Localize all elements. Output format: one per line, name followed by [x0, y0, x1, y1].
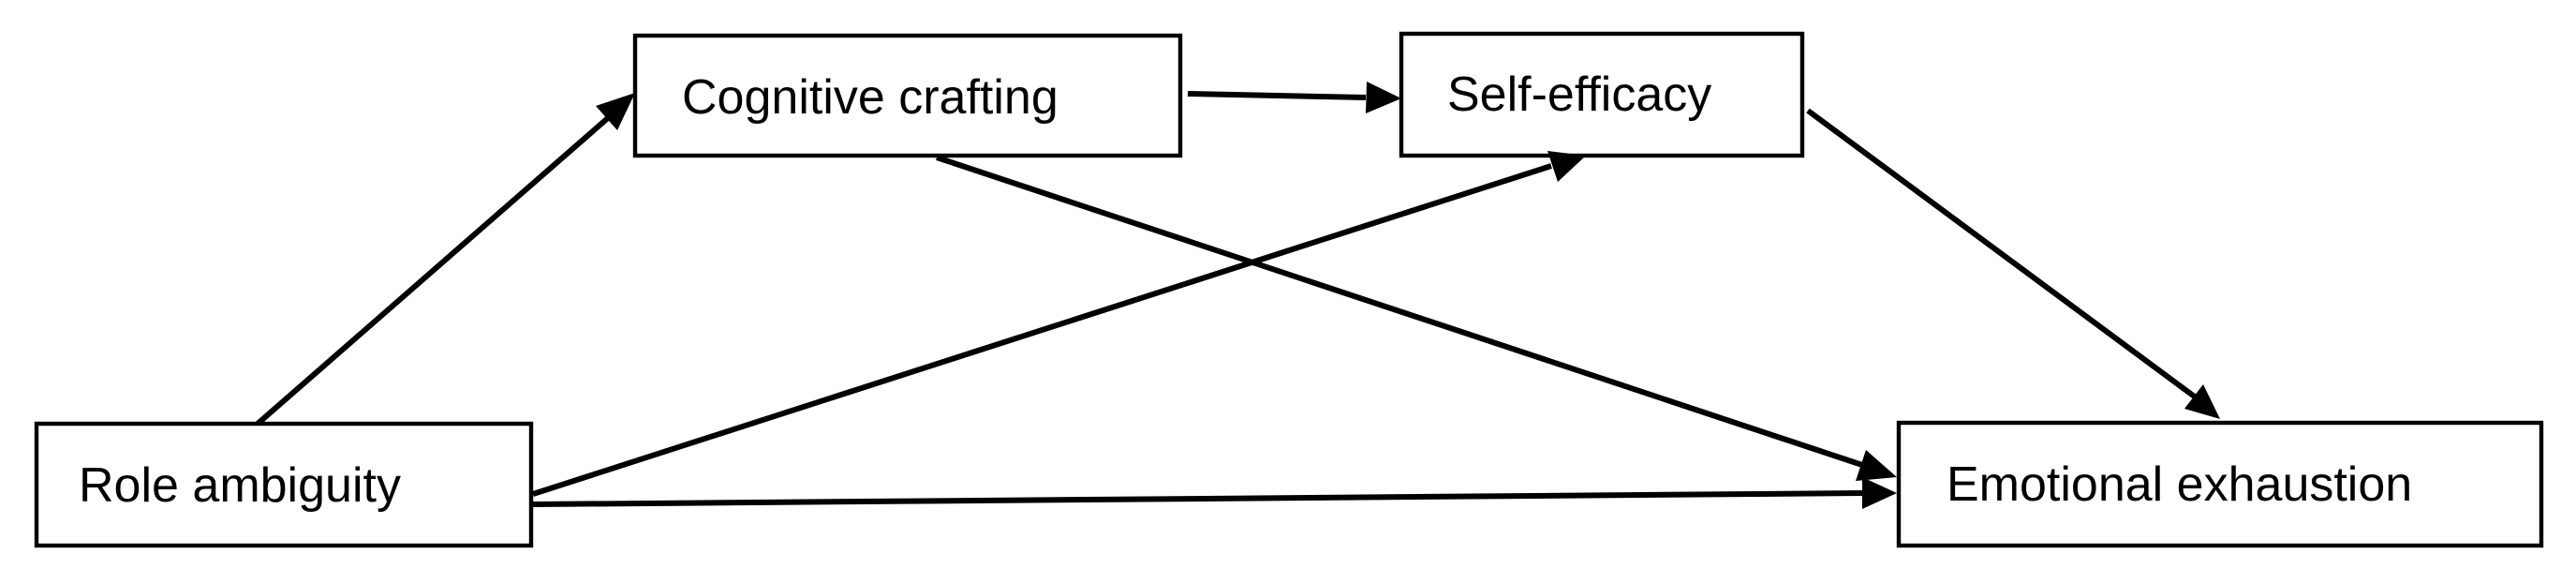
arrowhead	[1366, 82, 1401, 113]
node-box	[1896, 420, 2544, 548]
edge-line	[936, 155, 1863, 468]
node-emotional-exhaustion: Emotional exhaustion	[1896, 420, 2544, 548]
edge-self-efficacy-to-emotional-exhaustion	[1806, 108, 2220, 419]
edge-cognitive-crafting-to-emotional-exhaustion	[936, 155, 1897, 481]
edge-role-ambiguity-to-self-efficacy	[532, 151, 1586, 497]
node-label-emotional-exhaustion: Emotional exhaustion	[1947, 457, 2412, 512]
node-box	[34, 421, 534, 548]
node-self-efficacy: Self-efficacy	[1399, 31, 1805, 158]
node-box	[1399, 31, 1805, 158]
edge-role-ambiguity-to-cognitive-crafting	[256, 93, 635, 427]
node-label-role-ambiguity: Role ambiguity	[79, 458, 401, 513]
edge-role-ambiguity-to-emotional-exhaustion	[532, 477, 1897, 509]
edge-line	[1806, 108, 2198, 400]
edge-line	[256, 114, 611, 427]
edge-line	[532, 490, 1863, 507]
node-label-self-efficacy: Self-efficacy	[1447, 67, 1711, 122]
node-role-ambiguity: Role ambiguity	[34, 421, 534, 548]
arrowhead	[596, 93, 635, 130]
edge-cognitive-crafting-to-self-efficacy	[1187, 82, 1401, 113]
arrowhead	[1862, 477, 1897, 509]
arrowhead	[1547, 151, 1586, 182]
node-label-cognitive-crafting: Cognitive crafting	[682, 70, 1059, 125]
node-cognitive-crafting: Cognitive crafting	[632, 33, 1183, 158]
arrowhead	[1856, 450, 1897, 481]
arrowhead	[2184, 384, 2220, 419]
node-box	[632, 33, 1183, 158]
edge-line	[1187, 91, 1367, 100]
edge-line	[532, 163, 1552, 497]
